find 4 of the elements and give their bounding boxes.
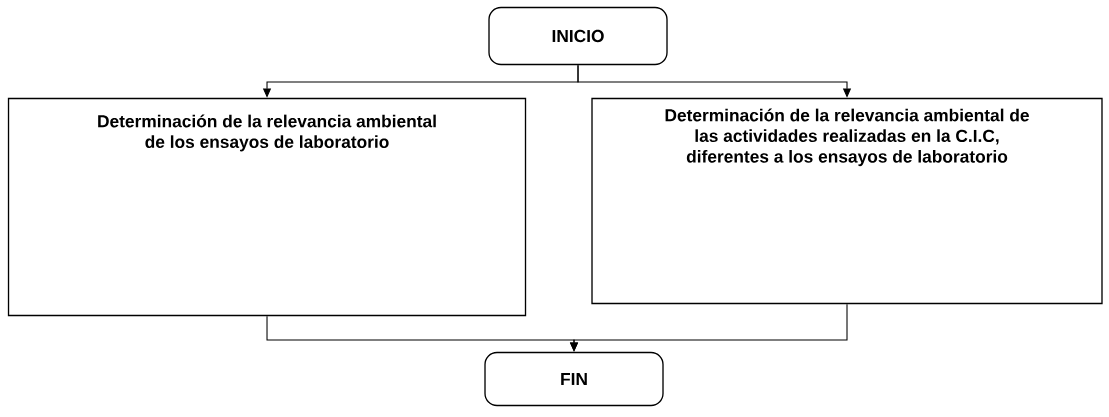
- start-end-box: INICIO: [488, 6, 668, 66]
- process-box: Determinación de la relevancia ambiental de los ensayos de laboratorio: [7, 97, 527, 317]
- process-box: Determinación de la relevancia ambiental de las actividades realizadas en la C.I.C, diferentes a los ensayos de laboratorio: [591, 97, 1103, 305]
- start-end-box: FIN: [484, 351, 664, 407]
